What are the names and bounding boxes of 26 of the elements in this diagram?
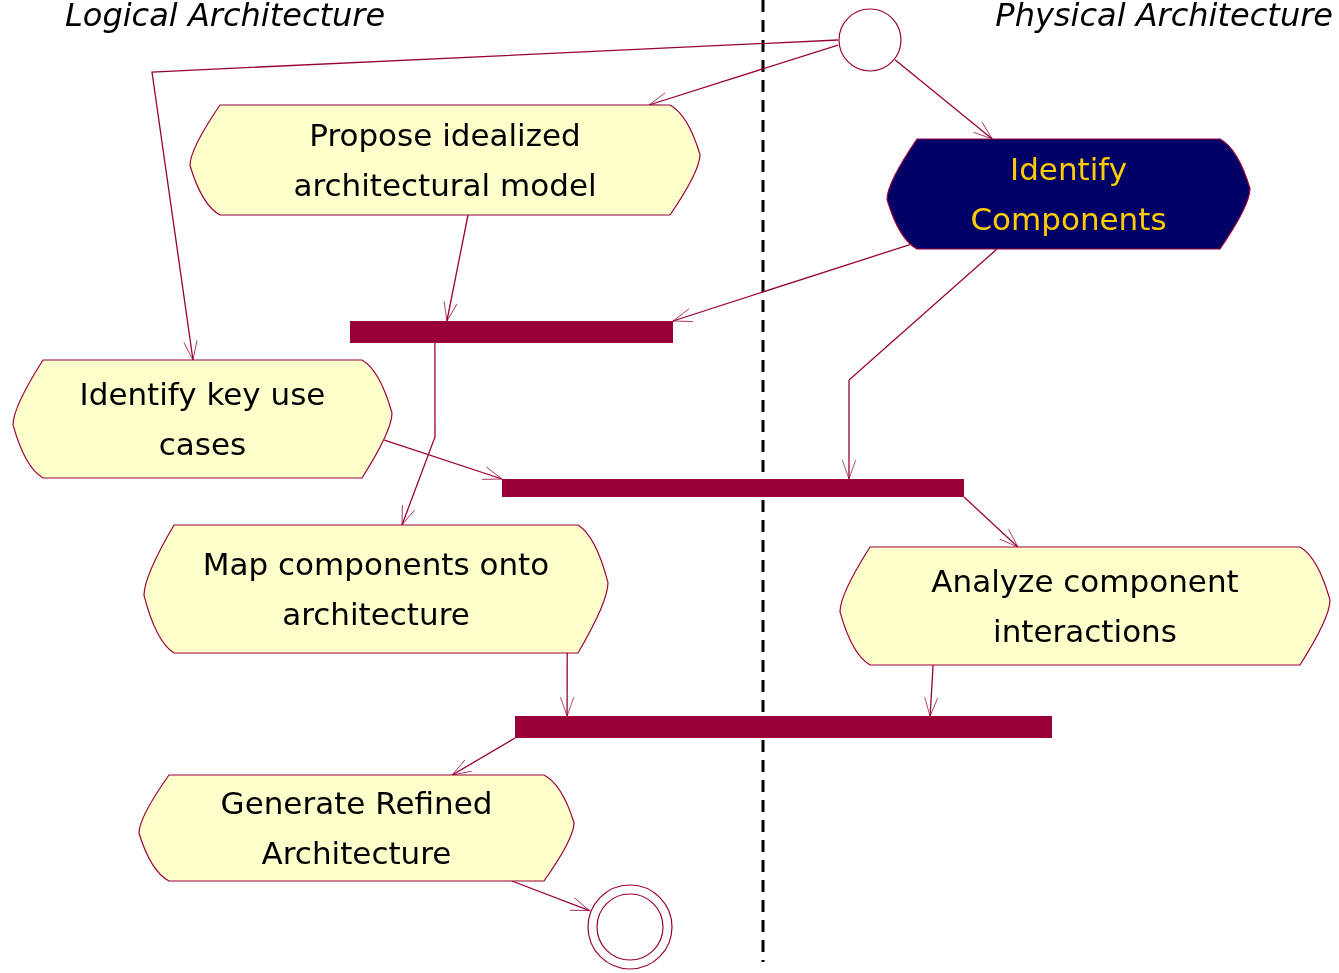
sync-bar bbox=[515, 716, 1052, 738]
activity-label: Propose idealized architectural model bbox=[292, 116, 598, 205]
arrow bbox=[151, 39, 839, 361]
arrow bbox=[401, 342, 436, 526]
sync-bar bbox=[350, 321, 673, 343]
activity-label: Identify key use cases bbox=[78, 375, 327, 464]
activity-label: Analyze component interactions bbox=[930, 562, 1240, 651]
activity-label: Map components onto architecture bbox=[201, 545, 551, 634]
activity-node bbox=[139, 775, 574, 881]
arrow bbox=[383, 439, 503, 480]
initial-node bbox=[838, 8, 902, 72]
activity-node bbox=[190, 105, 700, 215]
arrow bbox=[672, 243, 911, 322]
activity-node bbox=[13, 360, 392, 478]
final-node bbox=[587, 884, 673, 970]
arrow bbox=[894, 59, 993, 140]
activity-node bbox=[144, 525, 608, 653]
sync-bar bbox=[502, 479, 964, 497]
lane-title: Physical Architecture bbox=[995, 0, 1333, 34]
activity-node bbox=[887, 139, 1250, 249]
lane-title: Logical Architecture bbox=[65, 0, 386, 34]
activity-label: Generate Refined Architecture bbox=[219, 784, 494, 873]
arrow bbox=[963, 496, 1019, 548]
arrow bbox=[451, 737, 516, 776]
activity-node bbox=[840, 547, 1330, 665]
activity-label: Identify Components bbox=[969, 150, 1168, 239]
